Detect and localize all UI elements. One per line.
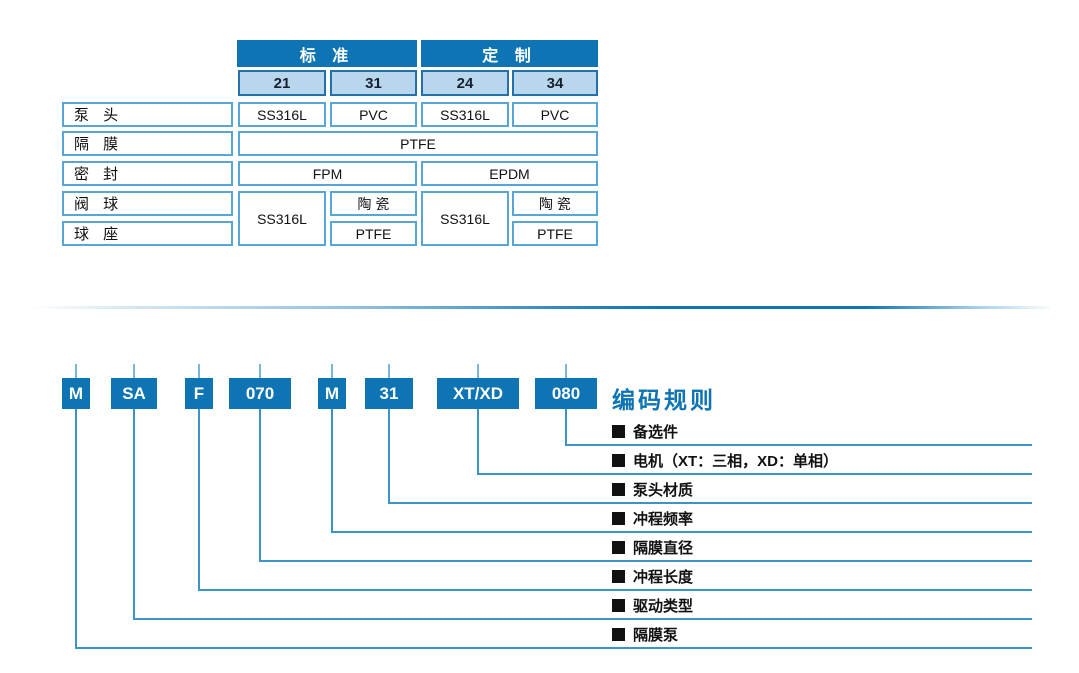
tick-line xyxy=(198,364,200,378)
cell-diaphragm-ptfe: PTFE xyxy=(238,131,598,156)
bullet-icon xyxy=(612,540,625,554)
label-head-material: 泵头材质 xyxy=(612,479,693,499)
connector-line-m2 xyxy=(331,409,333,533)
tick-line xyxy=(565,364,567,378)
tick-line xyxy=(259,364,261,378)
connector-line-080 xyxy=(565,409,567,446)
section-divider xyxy=(30,306,1050,309)
group-header-custom: 定 制 xyxy=(421,40,598,67)
label-options: 备选件 xyxy=(612,421,678,441)
label-stroke-frequency: 冲程频率 xyxy=(612,508,693,528)
label-text: 隔膜直径 xyxy=(633,539,694,557)
bullet-icon xyxy=(612,598,625,612)
code-box-m2: M xyxy=(318,378,346,409)
label-text: 冲程频率 xyxy=(633,510,694,528)
cell-valve-ball-ss316l-std: SS316L xyxy=(238,191,326,246)
rule-line-stroke-length xyxy=(198,589,1032,591)
label-text: 泵头材质 xyxy=(633,481,694,499)
rule-line-options xyxy=(565,444,1032,446)
bullet-icon xyxy=(612,569,625,583)
label-text: 冲程长度 xyxy=(633,568,694,586)
label-motor: 电机（XT：三相，XD：单相） xyxy=(612,450,838,470)
rule-line-head-material xyxy=(388,502,1032,504)
connector-line-f xyxy=(198,409,200,591)
row-label-ball-seat: 球 座 xyxy=(62,221,233,246)
row-label-valve-ball: 阀 球 xyxy=(62,191,233,216)
code-column-31: 31 xyxy=(330,70,417,96)
bullet-icon xyxy=(612,627,625,641)
cell-pump-head-24: SS316L xyxy=(421,102,509,127)
tick-line xyxy=(388,364,390,378)
code-column-24: 24 xyxy=(421,70,509,96)
cell-valve-ball-ss316l-custom: SS316L xyxy=(421,191,509,246)
rule-line-diaphragm-pump xyxy=(75,647,1032,649)
row-label-pump-head: 泵 头 xyxy=(62,102,233,127)
label-text: 备选件 xyxy=(633,423,679,441)
connector-line-xtxd xyxy=(477,409,479,475)
bullet-icon xyxy=(612,453,625,467)
row-label-diaphragm: 隔 膜 xyxy=(62,131,233,156)
code-box-080: 080 xyxy=(535,378,597,409)
cell-ball-seat-ptfe-custom: PTFE xyxy=(512,221,598,246)
label-diaphragm-diameter: 隔膜直径 xyxy=(612,537,693,557)
tick-line xyxy=(133,364,135,378)
code-box-31: 31 xyxy=(365,378,413,409)
label-drive-type: 驱动类型 xyxy=(612,595,693,615)
label-stroke-length: 冲程长度 xyxy=(612,566,693,586)
code-column-21: 21 xyxy=(238,70,326,96)
group-header-standard: 标 准 xyxy=(237,40,417,67)
rule-line-drive-type xyxy=(133,618,1032,620)
bullet-icon xyxy=(612,424,625,438)
connector-line-070 xyxy=(259,409,261,562)
cell-pump-head-31: PVC xyxy=(330,102,417,127)
rule-line-stroke-frequency xyxy=(331,531,1032,533)
label-text: 电机（XT：三相，XD：单相） xyxy=(633,452,839,470)
code-box-xtxd: XT/XD xyxy=(437,378,519,409)
bullet-icon xyxy=(612,482,625,496)
cell-valve-ball-ceramic-std: 陶 瓷 xyxy=(330,191,417,216)
label-diaphragm-pump: 隔膜泵 xyxy=(612,624,678,644)
code-column-34: 34 xyxy=(512,70,598,96)
connector-line-sa xyxy=(133,409,135,620)
tick-line xyxy=(477,364,479,378)
tick-line xyxy=(75,364,77,378)
cell-seal-fpm: FPM xyxy=(238,161,417,186)
connector-line-m1 xyxy=(75,409,77,649)
code-box-sa: SA xyxy=(111,378,157,409)
cell-ball-seat-ptfe-std: PTFE xyxy=(330,221,417,246)
cell-seal-epdm: EPDM xyxy=(421,161,598,186)
rule-line-motor xyxy=(477,473,1032,475)
cell-pump-head-34: PVC xyxy=(512,102,598,127)
code-box-m1: M xyxy=(62,378,90,409)
diagram-title: 编码规则 xyxy=(612,387,716,413)
code-box-f: F xyxy=(185,378,213,409)
row-label-seal: 密 封 xyxy=(62,161,233,186)
label-text: 驱动类型 xyxy=(633,597,694,615)
tick-line xyxy=(331,364,333,378)
connector-line-31 xyxy=(388,409,390,504)
cell-pump-head-21: SS316L xyxy=(238,102,326,127)
code-box-070: 070 xyxy=(229,378,291,409)
bullet-icon xyxy=(612,511,625,525)
cell-valve-ball-ceramic-custom: 陶 瓷 xyxy=(512,191,598,216)
label-text: 隔膜泵 xyxy=(633,626,679,644)
rule-line-diaphragm-diameter xyxy=(259,560,1032,562)
